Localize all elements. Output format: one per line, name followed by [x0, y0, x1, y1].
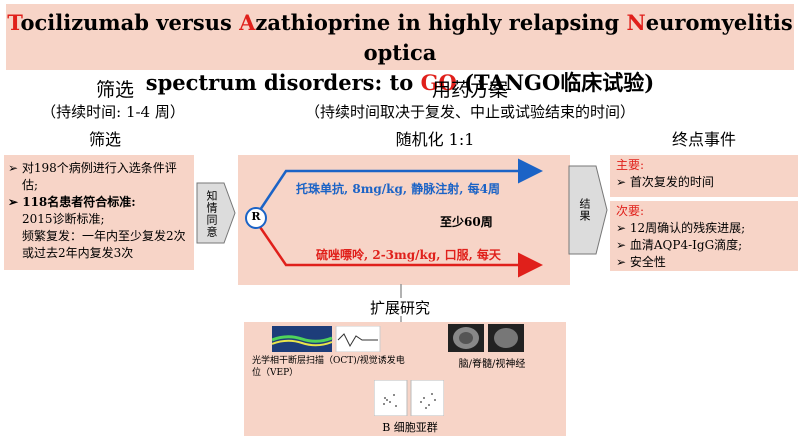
title-run: ocilizumab versus: [20, 10, 240, 35]
title-run: GO: [420, 70, 457, 95]
screening-sublabel: 筛选: [88, 130, 121, 149]
randomization-label: 随机化 1:1: [395, 130, 475, 149]
oct-vep-image: [272, 326, 381, 352]
screening-item: ➢ 对198个病例进行入选条件评估;: [8, 161, 177, 192]
secondary-item: ➢ 12周确认的残疾进展;: [616, 221, 746, 235]
oct-vep-label: 光学相干断层扫描（OCT)/视觉诱发电位（VEP）: [252, 356, 405, 378]
endpoints-header: 终点事件: [671, 130, 736, 149]
primary-endpoint-box: 主要: ➢ 首次复发的时间: [610, 155, 798, 197]
consent-chevron: [196, 182, 236, 244]
consent-label: 知情同意: [205, 190, 218, 238]
primary-item: ➢ 首次复发的时间: [616, 175, 714, 189]
secondary-endpoint-box: 次要: ➢ 12周确认的残疾进展; ➢ 血清AQP4-IgG滴度; ➢ 安全性: [610, 201, 798, 271]
screening-item: ➢ 118名患者符合标准:: [8, 195, 136, 209]
mri-label: 脑/脊髓/视神经: [458, 359, 526, 370]
screening-duration: （持续时间: 1-4 周）: [41, 103, 185, 121]
min-duration: 至少60周: [440, 215, 493, 229]
arm-arrow-red: [258, 226, 543, 278]
secondary-item: ➢ 安全性: [616, 255, 666, 269]
secondary-label: 次要:: [616, 204, 645, 218]
arm-2-label: 硫唑嘌呤, 2-3mg/kg, 口服, 每天: [316, 248, 501, 262]
title-run: A: [239, 10, 256, 35]
randomization-node: [245, 207, 267, 229]
title-run: spectrum disorders: to: [145, 70, 421, 95]
secondary-item: ➢ 血清AQP4-IgG滴度;: [616, 238, 743, 252]
title-run: euromyelitis optica: [363, 10, 793, 65]
arm-arrow-blue: [258, 158, 543, 211]
arm-1-label: 托珠单抗, 8mg/kg, 静脉注射, 每4周: [296, 182, 500, 196]
bcell-flow-image: [374, 380, 444, 416]
title-run: (TANGO临床试验): [456, 70, 655, 95]
treatment-duration: （持续时间取决于复发、中止或试验结束的时间）: [304, 103, 635, 121]
treatment-panel: [238, 155, 570, 285]
randomization-node-label: R: [251, 210, 261, 223]
title-run: T: [7, 10, 21, 35]
primary-label: 主要:: [616, 158, 645, 172]
mri-image: [448, 324, 524, 352]
title-run: N: [626, 10, 646, 35]
extension-connector: [400, 284, 402, 298]
extension-header: 扩展研究: [369, 299, 430, 317]
treatment-header: 用药方案: [431, 79, 508, 101]
screening-header: 筛选: [95, 79, 134, 101]
bcell-label: B 细胞亚群: [382, 421, 438, 434]
result-chevron: [568, 165, 608, 255]
screening-item: 频繁复发：一年内至少复发2次或过去2年内复发3次: [22, 229, 186, 260]
treatment-arms: [245, 158, 543, 278]
title-line-2: spectrum disorders: to GO (TANGO临床试验): [6, 68, 794, 98]
result-label: 结果: [578, 198, 591, 222]
screening-item: 2015诊断标准;: [22, 212, 105, 226]
screening-box: ➢ 对198个病例进行入选条件评估; ➢ 118名患者符合标准: 2015诊断标…: [4, 155, 194, 270]
title-line-1: Tocilizumab versus Azathioprine in highl…: [6, 8, 794, 68]
title-banner: Tocilizumab versus Azathioprine in highl…: [6, 4, 794, 95]
title-run: zathioprine in highly relapsing: [255, 10, 627, 35]
